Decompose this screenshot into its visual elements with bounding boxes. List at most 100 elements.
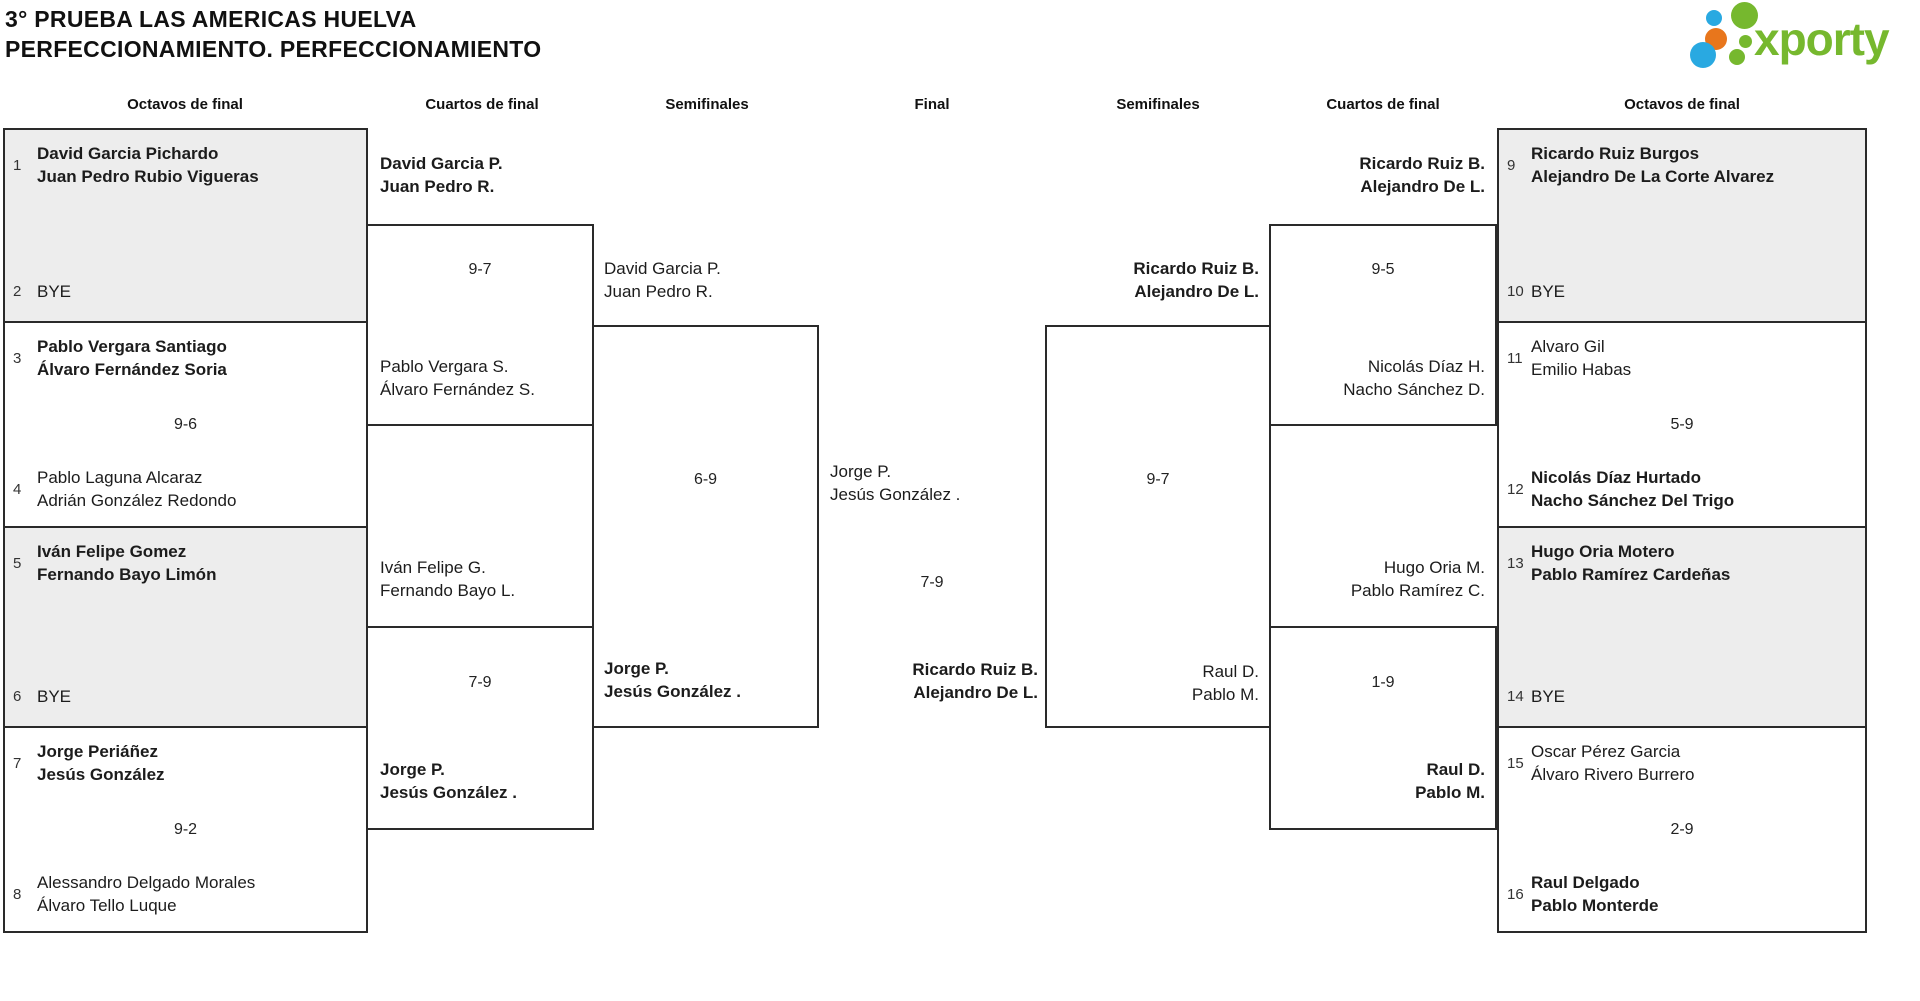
logo-dot-green-small: [1739, 35, 1752, 48]
sf-right-top-team: Ricardo Ruiz B. Alejandro De L.: [1133, 259, 1259, 301]
team-row: 2 BYE: [13, 280, 358, 303]
team-row: 9 Ricardo Ruiz Burgos Alejandro De La Co…: [1507, 142, 1857, 188]
team-name: Alvaro Gil Emilio Habas: [1531, 337, 1632, 379]
team-name: David Garcia Pichardo Juan Pedro Rubio V…: [37, 144, 259, 186]
team-row: 4 Pablo Laguna Alcaraz Adrián González R…: [13, 466, 358, 512]
seed-number: 12: [1507, 480, 1524, 498]
qf-right-2-box: [1269, 626, 1497, 830]
seed-number: 1: [13, 156, 22, 174]
seed-number: 4: [13, 480, 22, 498]
qf-right-2-top-team: Hugo Oria M. Pablo Ramírez C.: [1350, 558, 1485, 600]
team-name: BYE: [37, 687, 72, 706]
round-header-octavos-left: Octavos de final: [127, 96, 243, 113]
qf-left-1-bottom-team: Pablo Vergara S. Álvaro Fernández S.: [380, 357, 535, 399]
sf-left-bottom-team: Jorge P. Jesús González .: [604, 659, 741, 701]
r16-match-8: 15 Oscar Pérez Garcia Álvaro Rivero Burr…: [1497, 726, 1867, 933]
sf-right-score: 9-7: [1146, 471, 1170, 488]
sf-left-score: 6-9: [693, 471, 718, 488]
round-header-cuartos-left: Cuartos de final: [425, 96, 539, 113]
team-name: Iván Felipe Gomez Fernando Bayo Limón: [37, 542, 217, 584]
seed-number: 9: [1507, 156, 1516, 174]
team-row: 3 Pablo Vergara Santiago Álvaro Fernánde…: [13, 335, 358, 381]
team-name: Alessandro Delgado Morales Álvaro Tello …: [37, 873, 256, 915]
seed-number: 16: [1507, 885, 1524, 903]
seed-number: 3: [13, 349, 22, 367]
qf-left-1-score: 9-7: [468, 261, 492, 278]
team-name: BYE: [1531, 687, 1566, 706]
qf-right-2-bottom-team: Raul D. Pablo M.: [1415, 760, 1485, 802]
round-header-cuartos-right: Cuartos de final: [1326, 96, 1440, 113]
seed-number: 10: [1507, 283, 1524, 300]
final-right-team: Ricardo Ruiz B. Alejandro De L.: [912, 660, 1038, 702]
title-line2: PERFECCIONAMIENTO. PERFECCIONAMIENTO: [5, 36, 542, 62]
final-left-team: Jorge P. Jesús González .: [830, 462, 961, 504]
qf-left-1-top-team: David Garcia P. Juan Pedro R.: [380, 154, 503, 196]
logo-dot-green-medium: [1729, 49, 1745, 65]
final-score: 7-9: [920, 574, 944, 591]
team-row: 12 Nicolás Díaz Hurtado Nacho Sánchez De…: [1507, 466, 1857, 512]
sf-left-box: [592, 325, 819, 728]
team-name: Ricardo Ruiz Burgos Alejandro De La Cort…: [1531, 144, 1775, 186]
seed-number: 7: [13, 754, 22, 772]
match-score: 5-9: [1670, 415, 1694, 433]
logo-dot-blue-large: [1690, 42, 1716, 68]
team-row: 5 Iván Felipe Gomez Fernando Bayo Limón: [13, 540, 358, 586]
page-title: 3° PRUEBA LAS AMERICAS HUELVA PERFECCION…: [5, 4, 541, 64]
team-row: 10 BYE: [1507, 280, 1857, 303]
team-name: BYE: [37, 282, 72, 301]
logo-dot-green-large: [1731, 2, 1758, 29]
seed-number: 13: [1507, 554, 1524, 572]
match-score: 2-9: [1670, 820, 1694, 838]
qf-left-2-box: [366, 626, 594, 830]
team-name: Pablo Laguna Alcaraz Adrián González Red…: [37, 468, 237, 510]
round-header-final: Final: [914, 96, 950, 113]
team-name: BYE: [1531, 282, 1566, 301]
qf-left-2-top-team: Iván Felipe G. Fernando Bayo L.: [380, 558, 516, 600]
team-name: Hugo Oria Motero Pablo Ramírez Cardeñas: [1531, 542, 1731, 584]
r16-match-3: 5 Iván Felipe Gomez Fernando Bayo Limón …: [3, 526, 368, 728]
team-row: 8 Alessandro Delgado Morales Álvaro Tell…: [13, 871, 358, 917]
team-row: 1 David Garcia Pichardo Juan Pedro Rubio…: [13, 142, 358, 188]
qf-left-2-bottom-team: Jorge P. Jesús González .: [380, 760, 517, 802]
qf-right-1-bottom-team: Nicolás Díaz H. Nacho Sánchez D.: [1343, 357, 1485, 399]
qf-left-2-score: 7-9: [468, 674, 492, 691]
round-header-octavos-right: Octavos de final: [1624, 96, 1740, 113]
sf-left-top-team: David Garcia P. Juan Pedro R.: [604, 259, 721, 301]
qf-right-1-box: [1269, 224, 1497, 426]
seed-number: 6: [13, 688, 22, 705]
seed-number: 15: [1507, 754, 1524, 772]
sf-right-bottom-team: Raul D. Pablo M.: [1191, 662, 1259, 704]
r16-match-6: 11 Alvaro Gil Emilio Habas 5-9 12 Nicolá…: [1497, 321, 1867, 528]
qf-right-1-score: 9-5: [1371, 261, 1395, 278]
seed-number: 8: [13, 885, 22, 903]
seed-number: 2: [13, 283, 22, 300]
team-row: 16 Raul Delgado Pablo Monterde: [1507, 871, 1857, 917]
team-row: 14 BYE: [1507, 685, 1857, 708]
logo-dot-blue-small: [1706, 10, 1722, 26]
xporty-logo[interactable]: xporty: [1688, 2, 1913, 72]
team-row: 11 Alvaro Gil Emilio Habas: [1507, 335, 1857, 381]
r16-match-1: 1 David Garcia Pichardo Juan Pedro Rubio…: [3, 128, 368, 323]
team-name: Oscar Pérez Garcia Álvaro Rivero Burrero: [1531, 742, 1695, 784]
qf-right-1-top-team: Ricardo Ruiz B. Alejandro De L.: [1359, 154, 1485, 196]
r16-match-5: 9 Ricardo Ruiz Burgos Alejandro De La Co…: [1497, 128, 1867, 323]
brand-wordmark: xporty: [1754, 13, 1890, 65]
team-row: 13 Hugo Oria Motero Pablo Ramírez Cardeñ…: [1507, 540, 1857, 586]
team-name: Pablo Vergara Santiago Álvaro Fernández …: [37, 337, 227, 379]
team-name: Jorge Periáñez Jesús González: [37, 742, 165, 784]
title-line1: 3° PRUEBA LAS AMERICAS HUELVA: [5, 6, 417, 32]
r16-match-2: 3 Pablo Vergara Santiago Álvaro Fernánde…: [3, 321, 368, 528]
seed-number: 14: [1507, 688, 1524, 705]
qf-right-2-score: 1-9: [1371, 674, 1395, 691]
r16-match-4: 7 Jorge Periáñez Jesús González 9-2 8 Al…: [3, 726, 368, 933]
team-name: Raul Delgado Pablo Monterde: [1531, 873, 1659, 915]
match-score: 9-2: [173, 820, 198, 838]
seed-number: 11: [1507, 349, 1523, 367]
seed-number: 5: [13, 554, 22, 572]
match-score: 9-6: [173, 415, 198, 433]
team-name: Nicolás Díaz Hurtado Nacho Sánchez Del T…: [1531, 468, 1735, 510]
team-row: 6 BYE: [13, 685, 358, 708]
team-row: 7 Jorge Periáñez Jesús González: [13, 740, 358, 786]
round-header-semis-right: Semifinales: [1116, 96, 1200, 113]
